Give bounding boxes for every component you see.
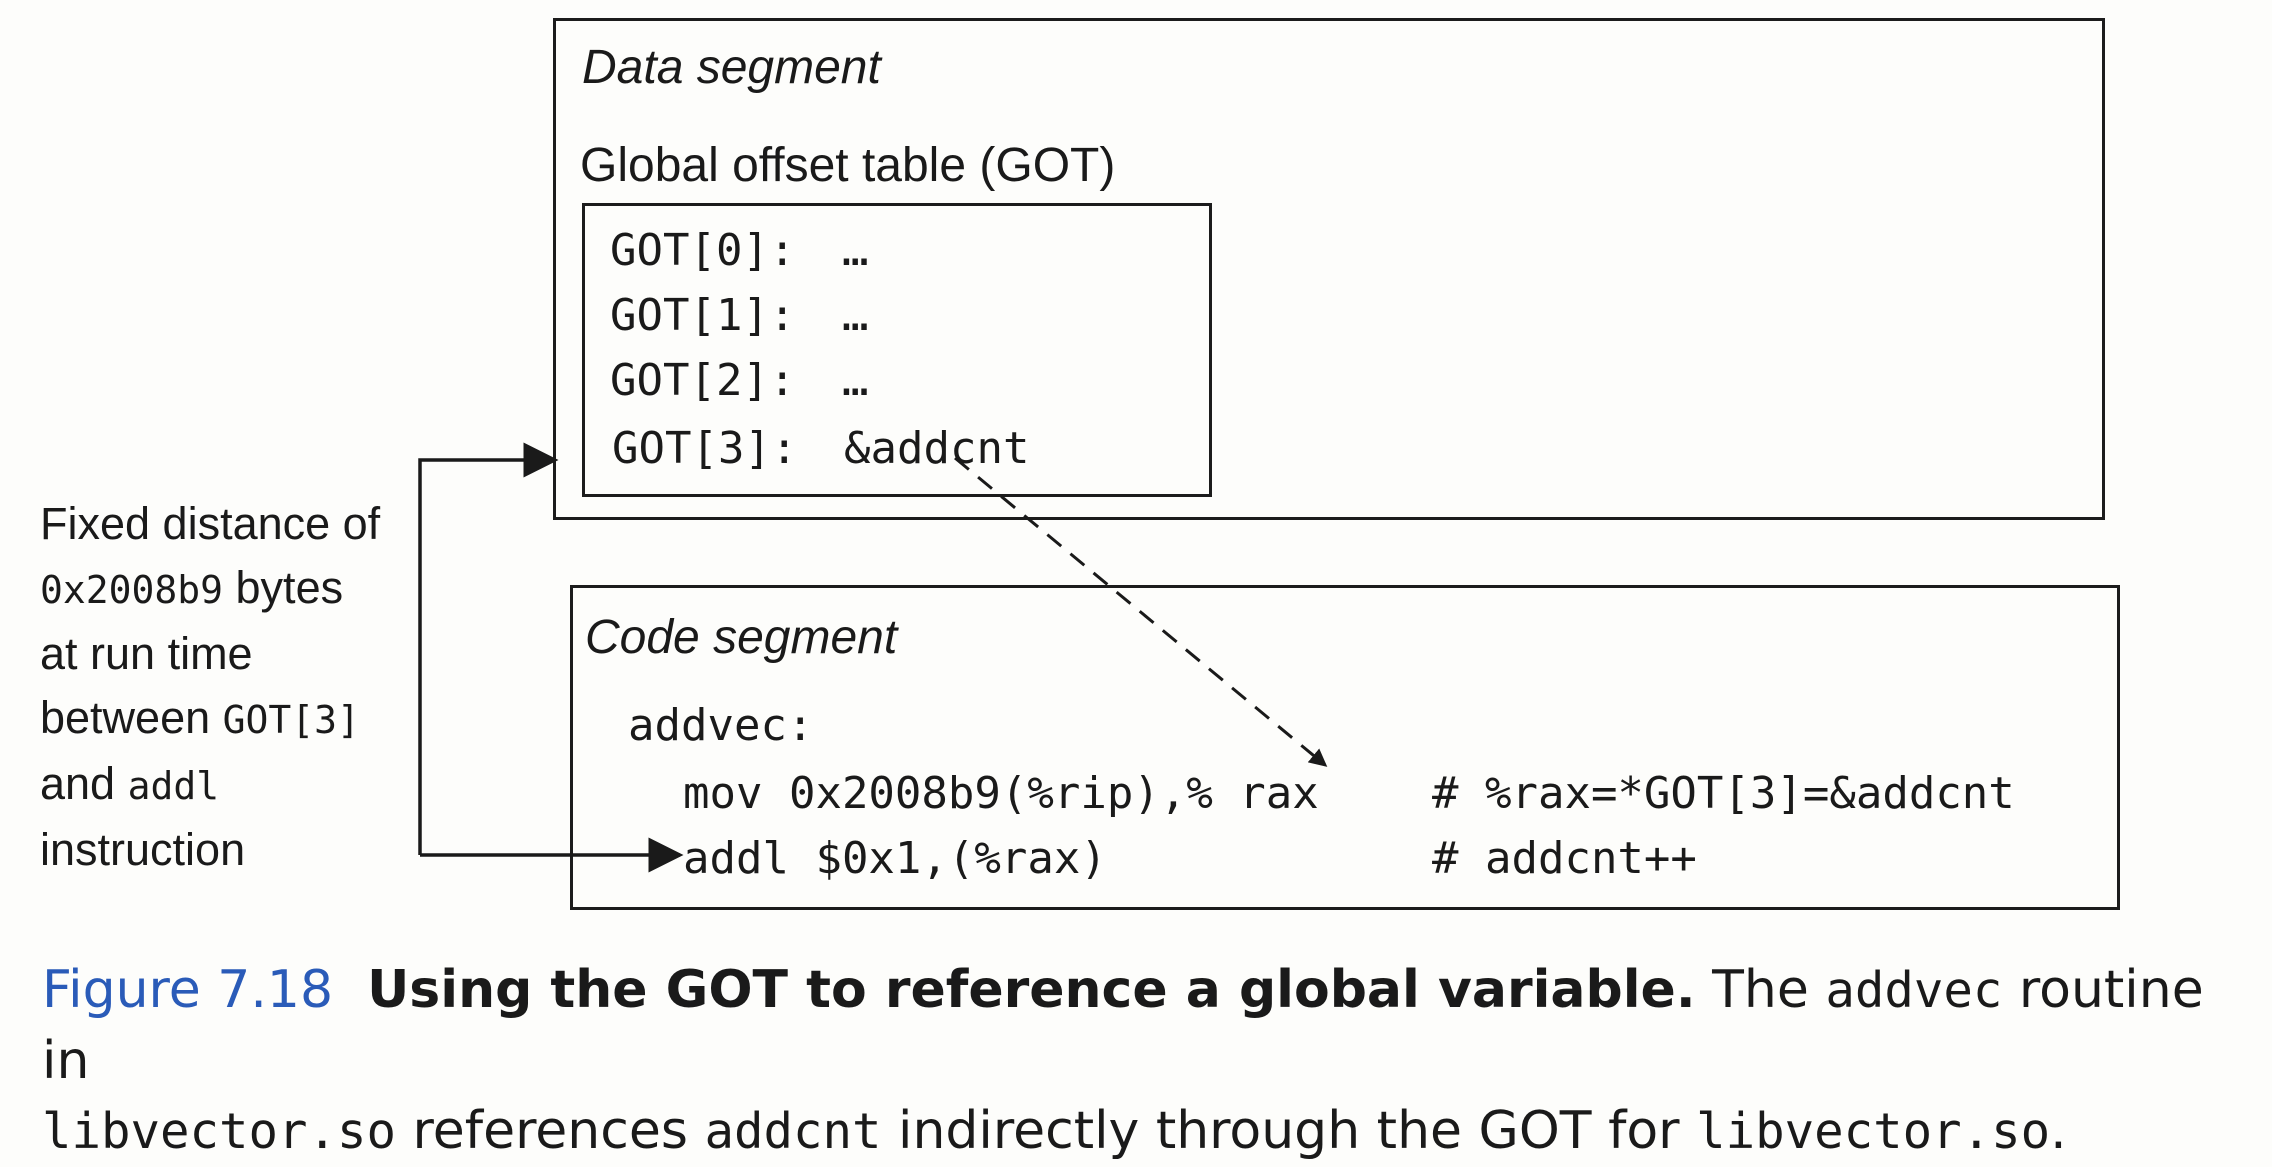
note-line: and addl	[40, 752, 380, 818]
caption-text: .	[2050, 1101, 2067, 1161]
caption-text: The	[1695, 960, 1826, 1020]
caption-text: routine in	[42, 960, 2204, 1091]
code-segment-title: Code segment	[585, 611, 898, 664]
caption-code: addvec	[1825, 962, 2003, 1019]
note-code: addl	[127, 764, 220, 808]
code-instruction: mov 0x2008b9(%rip),% rax	[683, 768, 1319, 819]
got-entry-value: …	[842, 355, 869, 406]
distance-bracket-arrow-top	[418, 442, 559, 855]
note-line: 0x2008b9 bytes	[40, 556, 380, 622]
got-entry-name: GOT[1]:	[610, 290, 796, 341]
got-pointer-dashed-arrow	[954, 456, 1328, 767]
arrows-layer	[418, 442, 1328, 873]
got-entry-value: &addcnt	[844, 423, 1030, 474]
note-line: at run time	[40, 628, 253, 679]
got-label: Global offset table (GOT)	[580, 139, 1116, 192]
caption-code: libvector.so	[42, 1103, 397, 1160]
fixed-distance-note: Fixed distance of 0x2008b9 bytes at run …	[40, 492, 380, 882]
code-comment: # addcnt++	[1432, 833, 1697, 884]
note-code: GOT[3]	[222, 698, 360, 742]
caption-text: references	[396, 1101, 705, 1161]
code-comment: # %rax=*GOT[3]=&addcnt	[1432, 768, 2015, 819]
data-segment-box	[553, 18, 2105, 520]
note-text: and	[40, 758, 128, 809]
data-segment-title: Data segment	[582, 41, 881, 94]
note-text: between	[40, 692, 223, 743]
code-instruction: addl $0x1,(%rax)	[683, 833, 1107, 884]
caption-text: indirectly through the GOT for	[881, 1101, 1697, 1161]
got-entry-name: GOT[3]:	[612, 423, 798, 474]
note-line: instruction	[40, 824, 246, 875]
figure-number: Figure 7.18	[42, 960, 334, 1020]
got-table-box	[582, 203, 1212, 497]
caption-code: addcnt	[704, 1103, 882, 1160]
figure-caption: Figure 7.18 Using the GOT to reference a …	[42, 955, 2242, 1167]
note-text: bytes	[223, 562, 344, 613]
got-entry-name: GOT[0]:	[610, 225, 796, 276]
caption-code: libvector.so	[1696, 1103, 2051, 1160]
caption-title: Using the GOT to reference a global vari…	[367, 960, 1696, 1020]
got-entry-name: GOT[2]:	[610, 355, 796, 406]
note-code: 0x2008b9	[40, 568, 224, 612]
note-line: Fixed distance of	[40, 498, 381, 549]
code-segment-box	[570, 585, 2120, 910]
routine-label: addvec:	[628, 700, 814, 751]
got-entry-value: …	[842, 290, 869, 341]
note-line: between GOT[3]	[40, 686, 380, 752]
got-entry-value: …	[842, 225, 869, 276]
